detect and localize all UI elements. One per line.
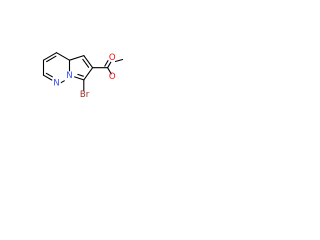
bond [104,60,109,67]
atom-n-pyridazine: N [52,79,61,89]
bond [82,58,90,68]
bond [42,74,53,81]
bond [68,55,85,61]
bond [74,76,85,81]
bond [114,58,124,63]
structure-diagram: N N Br O O [42,52,124,100]
bromine-label: Br [80,90,90,100]
substituents [83,58,124,92]
atom-o-ester: O [109,72,116,82]
oxygen-label: O [109,72,116,82]
bond [46,55,57,63]
atom-bromine: Br [80,90,90,100]
bond [45,72,53,78]
nitrogen-label: N [66,71,72,81]
atom-n-bridgehead: N [65,71,74,81]
bond [83,67,94,81]
bond [77,73,84,77]
bond [60,80,65,84]
bond [107,67,112,75]
six-membered-ring [42,52,71,84]
bond [83,55,94,69]
nitrogen-label: N [53,79,59,89]
five-membered-ring [68,55,94,81]
atom-o-carbonyl: O [109,53,116,63]
bond [42,52,58,61]
bond [55,52,71,61]
bond [107,61,112,69]
oxygen-label: O [109,53,116,63]
